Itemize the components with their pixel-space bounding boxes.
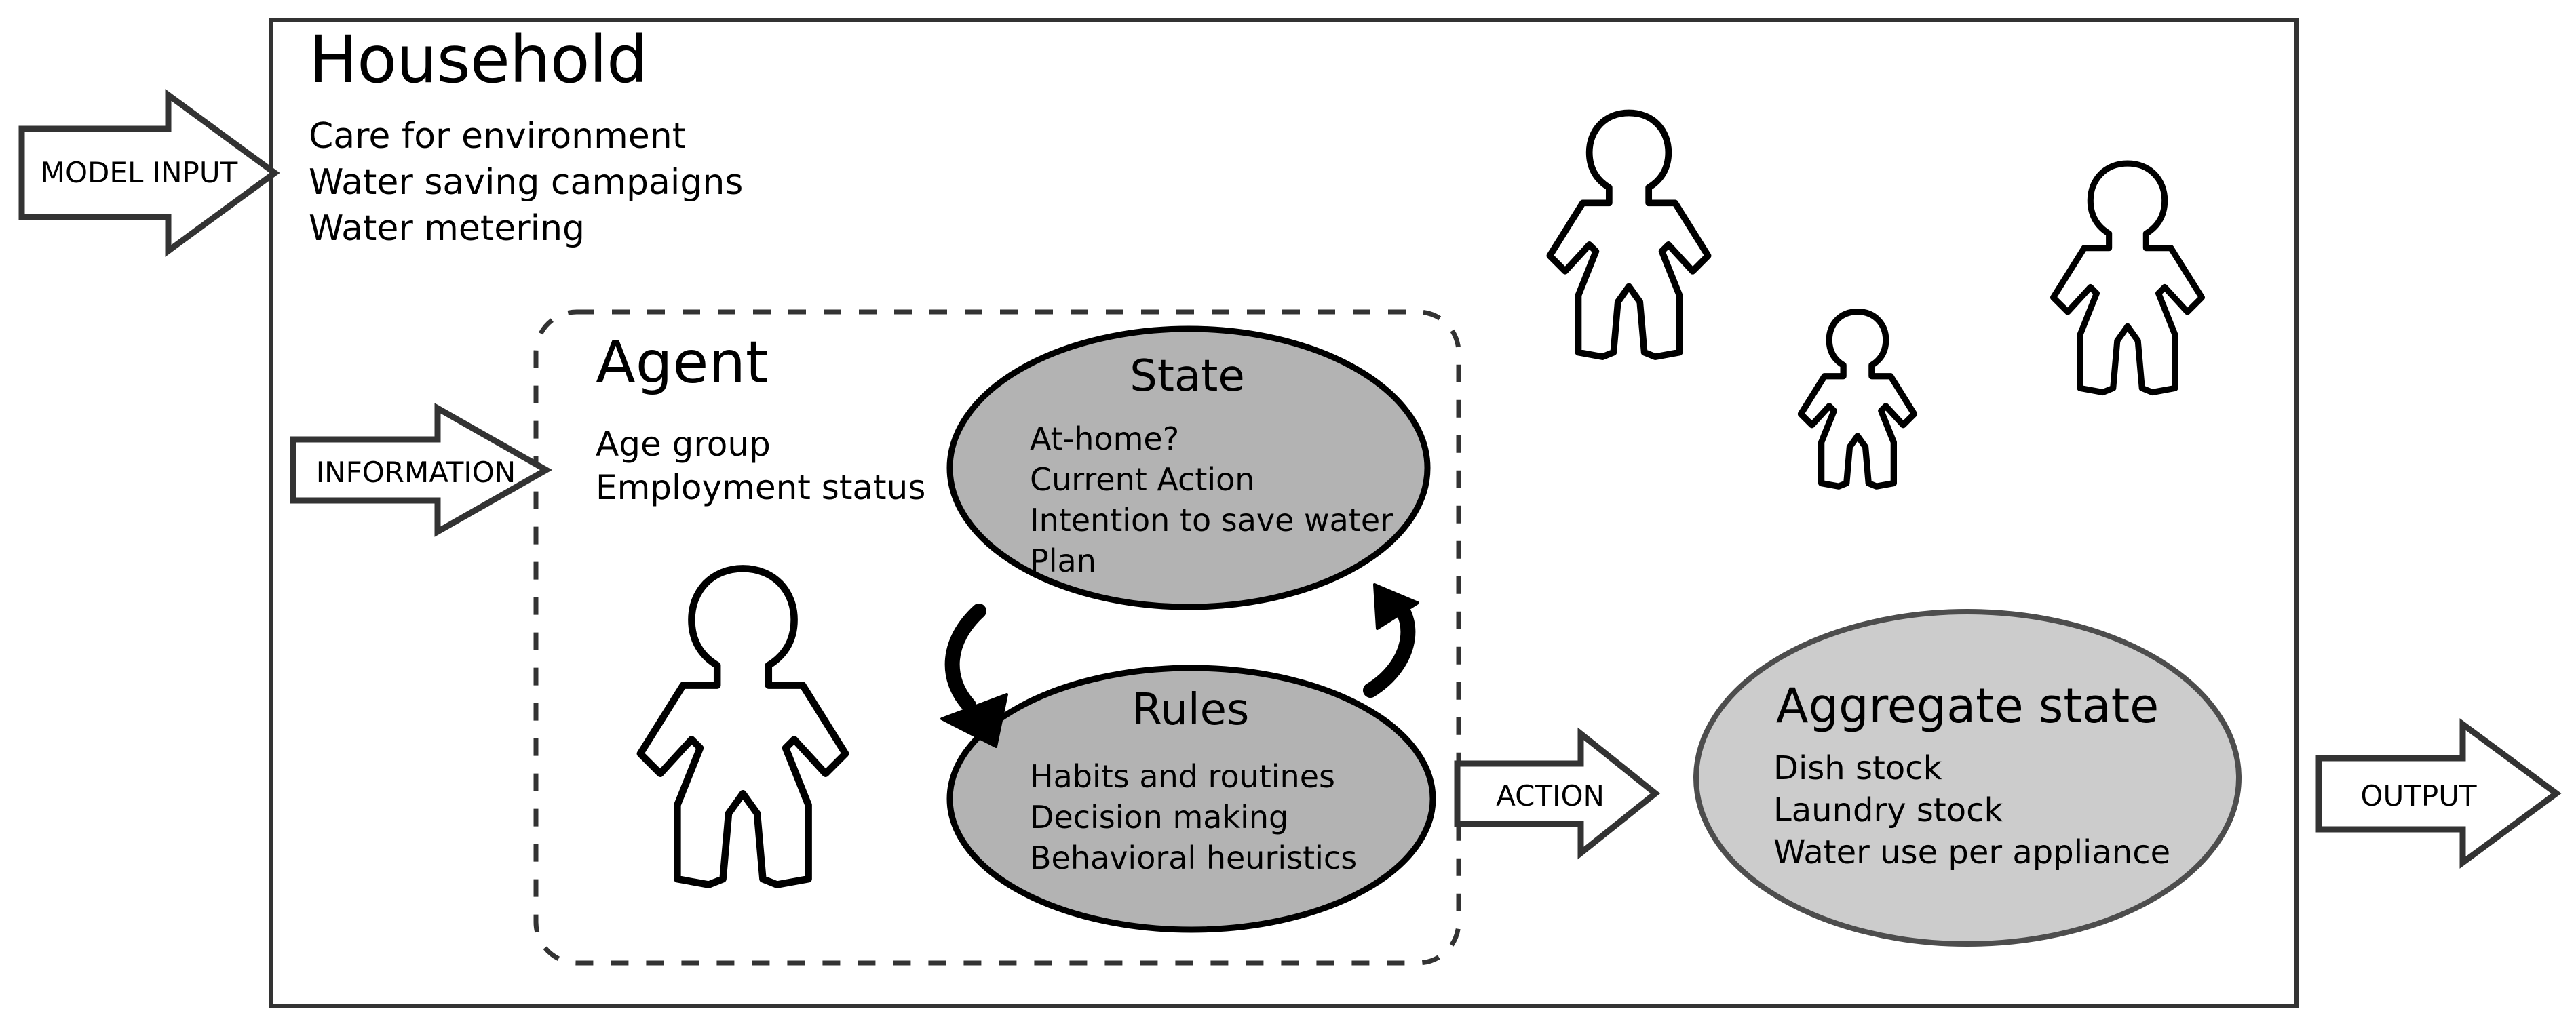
state-item-1: At-home? [1030,420,1180,457]
rules-title: Rules [1132,685,1250,735]
household-item-3: Water metering [309,208,585,249]
aggregate-state-item-2: Laundry stock [1773,791,2003,829]
output-arrow-label: OUTPUT [2360,779,2477,812]
aggregate-state-item-3: Water use per appliance [1773,833,2171,871]
rules-to-state-arrowhead [1373,583,1419,630]
information-arrow [290,403,553,537]
state-ellipse [946,325,1431,610]
rules-item-3: Behavioral heuristics [1030,840,1358,876]
agent-boundary-box [533,309,1461,966]
household-boundary-box [269,18,2299,1008]
rules-item-2: Decision making [1030,799,1289,835]
person-figure-child [1801,312,1914,487]
agent-item-1: Age group [596,425,771,464]
agent-title: Agent [596,329,769,397]
state-item-4: Plan [1030,542,1096,579]
state-item-2: Current Action [1030,461,1255,498]
person-figure-adult-left [1550,113,1708,357]
action-arrow [1454,727,1661,860]
aggregate-state-ellipse [1693,609,2242,947]
agent-item-2: Employment status [596,468,926,507]
aggregate-state-title: Aggregate state [1775,678,2159,734]
action-arrow-label: ACTION [1496,779,1604,812]
state-to-rules-arrowhead [940,693,1008,748]
output-arrow [2315,718,2562,869]
person-figure-agent [640,568,845,884]
state-to-rules-arrow [944,604,986,713]
household-title: Household [309,22,648,98]
household-item-2: Water saving campaigns [309,162,744,203]
model-input-arrow-label: MODEL INPUT [40,156,238,189]
aggregate-state-item-1: Dish stock [1773,749,1942,787]
state-item-3: Intention to save water [1030,502,1393,538]
person-figure-adult-right [2054,163,2202,392]
household-item-1: Care for environment [309,116,687,157]
state-title: State [1130,351,1245,401]
information-arrow-label: INFORMATION [315,456,516,489]
rules-item-1: Habits and routines [1030,758,1335,795]
model-input-arrow [18,89,280,257]
rules-ellipse [946,665,1436,933]
